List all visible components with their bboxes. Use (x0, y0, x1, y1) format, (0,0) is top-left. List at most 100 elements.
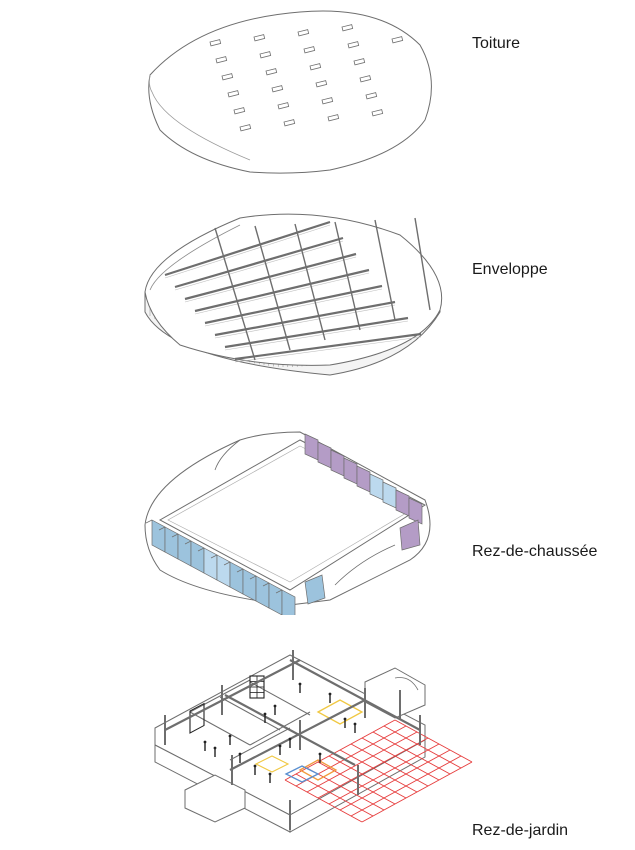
skylight (277, 102, 290, 110)
rdj-red-grid-zone (254, 699, 473, 823)
rdc-room-purple (408, 497, 423, 525)
rdc-partition (249, 575, 257, 580)
person-head (263, 712, 267, 716)
rdc-partition (197, 547, 205, 552)
layer-label-toiture: Toiture (472, 35, 521, 52)
rdc-room-blue-corner (304, 574, 326, 605)
red-grid-line (350, 743, 429, 787)
person-head (238, 752, 242, 756)
blue-zone (284, 765, 320, 783)
roof-beam (234, 332, 422, 361)
skylight (347, 41, 360, 49)
internal-wall (249, 711, 311, 746)
red-grid-line (317, 761, 396, 805)
rdc-purple-rooms (304, 433, 423, 551)
beam (289, 659, 421, 731)
roof-beam (194, 268, 370, 313)
roof-beam-edge (234, 336, 422, 363)
red-grid-line (383, 725, 462, 769)
roof-beam-edge (164, 224, 331, 279)
person-head (353, 722, 357, 726)
skylight (253, 34, 266, 42)
person-head (298, 682, 302, 686)
rdj-drawing (154, 650, 473, 833)
layer-label-rez-de-jardin: Rez-de-jardin (472, 822, 569, 839)
roof-beam (174, 236, 344, 289)
enveloppe-drawing (144, 213, 443, 376)
beam (224, 694, 356, 766)
skylight (309, 63, 322, 71)
person-head (253, 764, 257, 768)
window-grid (189, 702, 205, 734)
rdc-partition (145, 519, 153, 524)
yellow-zone (316, 699, 364, 725)
skylight (315, 80, 328, 88)
rdc-partition (275, 589, 283, 594)
internal-wall (219, 696, 281, 731)
rdc-room-blue (281, 589, 296, 615)
person-head (273, 704, 277, 708)
skylight (297, 29, 310, 37)
skylight (341, 24, 354, 32)
roof-skylights (209, 24, 404, 132)
person-head (228, 734, 232, 738)
rdj-beams-and-columns (164, 650, 421, 830)
rdc-room-blue (268, 582, 283, 615)
roof-beam-edge (194, 272, 370, 315)
toiture-drawing (148, 10, 432, 174)
person-head (213, 746, 217, 750)
beam (164, 659, 301, 731)
rdj-annex-left (184, 774, 246, 823)
cross-beam (414, 217, 431, 311)
red-grid-line (284, 719, 396, 781)
internal-wall (189, 711, 251, 746)
red-grid-line (361, 761, 473, 823)
rdc-partition (262, 582, 270, 587)
red-grid-line (328, 755, 407, 799)
skylight (233, 107, 246, 115)
person-head (328, 692, 332, 696)
red-grid-line (339, 749, 418, 793)
rdj-people-figures (203, 682, 357, 783)
red-grid-line (317, 737, 429, 799)
roof-beam-edge (214, 304, 396, 339)
internal-wall (189, 679, 251, 713)
red-grid-line (295, 773, 374, 817)
skylight (303, 46, 316, 54)
yellow-zone (254, 755, 290, 773)
skylight (221, 73, 234, 81)
skylight (227, 90, 240, 98)
cross-beam (334, 221, 361, 331)
red-grid-line (306, 767, 385, 811)
internal-wall (249, 681, 311, 716)
roof-slab-outline (148, 10, 432, 174)
skylight (365, 92, 378, 100)
rdc-room-purple-corner (399, 519, 421, 551)
rdc-blue-rooms (145, 519, 326, 615)
skylight (215, 56, 228, 64)
red-grid-line (306, 731, 418, 793)
skylight (239, 124, 252, 132)
skylight (321, 97, 334, 105)
rdc-partition (210, 554, 218, 559)
skylight (271, 85, 284, 93)
cross-beam (254, 225, 291, 351)
person-head (343, 717, 347, 721)
skylight (391, 36, 404, 44)
envelope-structural-grid (164, 217, 431, 363)
skylight (259, 51, 272, 59)
person-head (288, 737, 292, 741)
skylight (359, 75, 372, 83)
skylight (265, 68, 278, 76)
roof-beam (184, 252, 357, 301)
rdc-partition (223, 561, 231, 566)
rdc-drawing (144, 431, 431, 615)
cross-beam (374, 219, 396, 321)
roof-beam (224, 316, 409, 349)
rdc-partition (158, 526, 166, 531)
rdc-partition (184, 540, 192, 545)
red-grid-line (328, 743, 440, 805)
red-grid-line (350, 755, 462, 817)
red-grid-line (394, 719, 473, 763)
